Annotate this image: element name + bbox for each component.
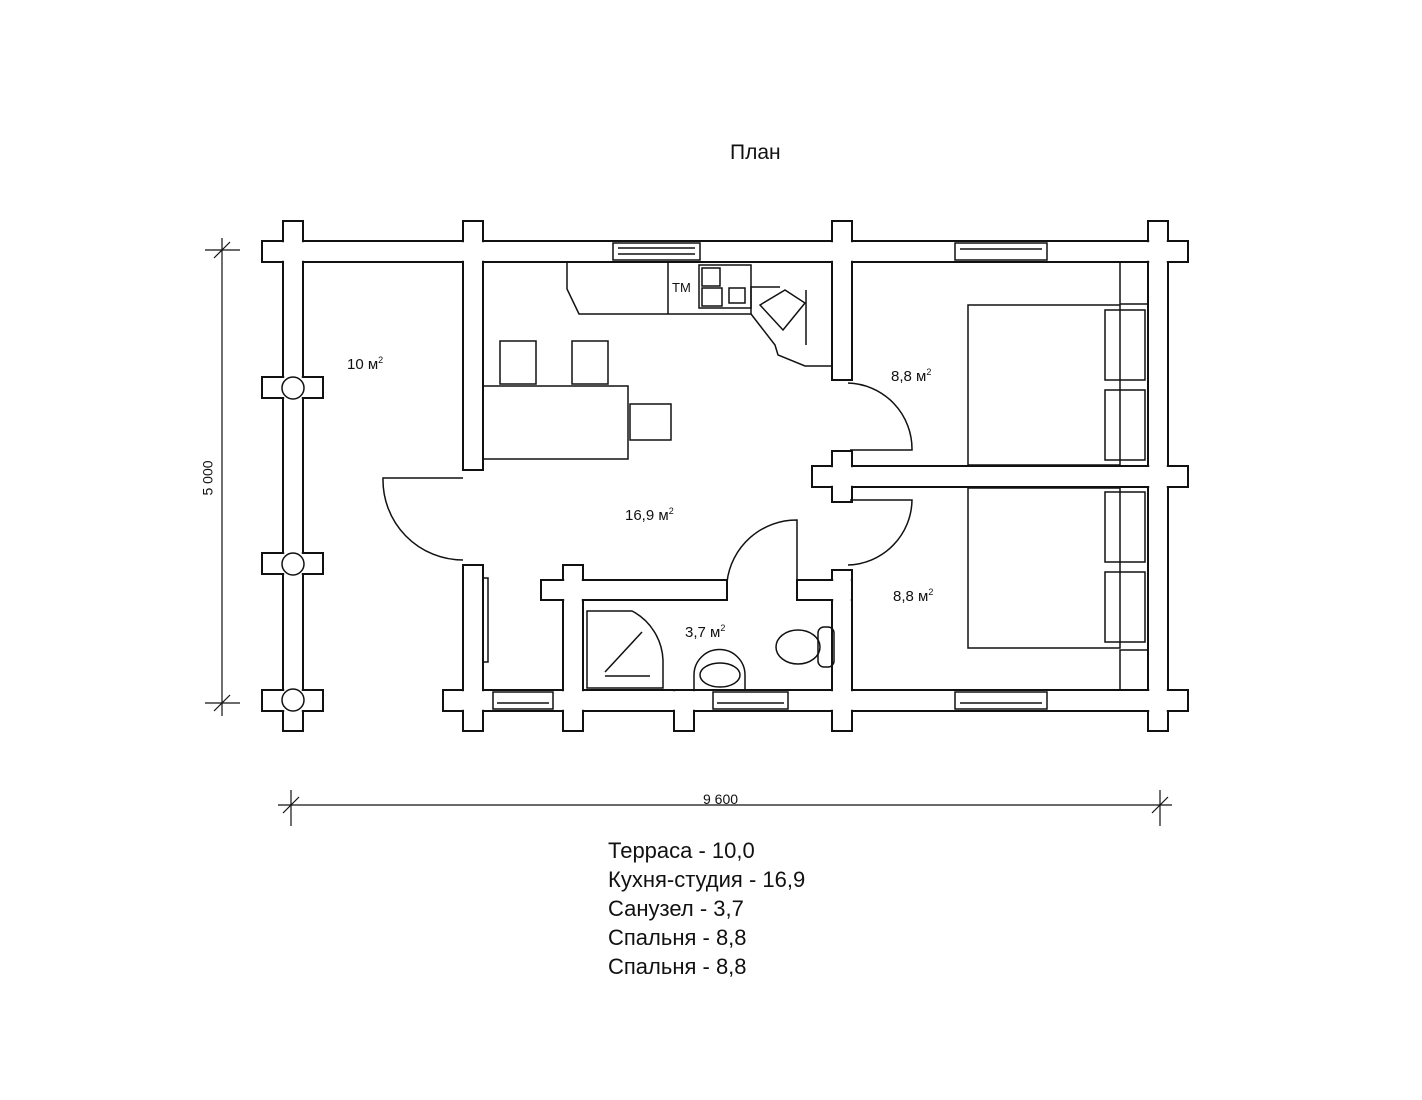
wall-fill <box>263 242 1187 261</box>
legend-item: Кухня-студия - 16,9 <box>608 867 806 892</box>
stool <box>499 340 537 385</box>
wall-fill <box>1149 242 1187 261</box>
burner <box>701 267 721 287</box>
room-area-bedroom-2: 8,8 м2 <box>893 587 933 605</box>
dining-table <box>482 385 629 460</box>
wall-fill <box>284 222 302 730</box>
area-sup: 2 <box>378 355 384 365</box>
corner-sink <box>750 289 832 367</box>
stool <box>571 340 609 385</box>
area-text: 3,7 м <box>685 624 721 641</box>
window-bottom-bedroom <box>954 691 1048 710</box>
area-text: 8,8 м <box>893 588 929 605</box>
shower-cabin <box>586 610 664 689</box>
wall-fill <box>444 691 1187 710</box>
door-bedroom-1 <box>847 382 913 451</box>
column <box>281 688 305 712</box>
wall-fill <box>833 452 851 501</box>
area-text: 10 м <box>347 356 379 373</box>
toilet <box>775 629 821 665</box>
wall-fill <box>798 581 851 599</box>
height-dimension: 5 000 <box>199 460 216 496</box>
walls-fill <box>263 222 1187 730</box>
legend-item: Спальня - 8,8 <box>608 954 747 979</box>
door-terrace <box>382 477 464 561</box>
shower-door-line <box>604 631 643 673</box>
kitchen-counter <box>566 262 780 315</box>
washbasin <box>693 648 746 690</box>
radiator <box>482 577 489 663</box>
room-area-bedroom-1: 8,8 м2 <box>891 367 931 385</box>
room-area-terrace: 10 м2 <box>347 355 383 373</box>
column <box>281 552 305 576</box>
toilet-tank <box>817 626 835 668</box>
wall-fill <box>833 571 851 730</box>
burner <box>728 287 746 304</box>
door-bathroom <box>726 519 798 583</box>
plan-title: План <box>730 141 781 164</box>
wall-fill <box>464 566 482 730</box>
area-sup: 2 <box>928 587 934 597</box>
bed-1 <box>967 304 1146 466</box>
room-area-kitchen: 16,9 м2 <box>625 506 674 524</box>
wall-fill <box>564 566 582 730</box>
window-bottom-bath <box>712 691 789 710</box>
window-top-bedroom <box>954 242 1048 261</box>
area-sup: 2 <box>668 506 674 516</box>
area-text: 8,8 м <box>891 368 927 385</box>
area-sup: 2 <box>720 623 726 633</box>
window-bottom-1 <box>492 691 554 710</box>
wall-fill <box>542 581 726 599</box>
wall-fill <box>263 378 322 397</box>
wall-fill <box>675 691 693 730</box>
burner <box>701 287 723 307</box>
window-top-kitchen <box>612 242 701 261</box>
legend-item: Санузел - 3,7 <box>608 896 744 921</box>
room-legend: Терраса - 10,0 Кухня-студия - 16,9 Сануз… <box>608 836 805 981</box>
wall-fill <box>833 222 851 379</box>
wall-fill <box>263 691 322 710</box>
washbasin-bowl <box>699 662 741 688</box>
area-sup: 2 <box>926 367 932 377</box>
stool <box>629 403 672 441</box>
wall-fill <box>464 222 482 469</box>
bed-2 <box>967 487 1146 649</box>
width-dimension: 9 600 <box>703 791 739 807</box>
legend-item: Терраса - 10,0 <box>608 838 755 863</box>
area-text: 16,9 м <box>625 507 669 524</box>
dimension-lines <box>205 238 1172 826</box>
column <box>281 376 305 400</box>
room-area-bathroom: 3,7 м2 <box>685 623 725 641</box>
door-bedroom-2 <box>847 499 913 566</box>
stove <box>698 264 752 309</box>
legend-item: Спальня - 8,8 <box>608 925 747 950</box>
wall-fill <box>263 554 322 573</box>
appliance-label: ТМ <box>672 280 691 295</box>
nightstand <box>1119 261 1149 305</box>
wall-fill <box>813 467 1187 486</box>
fixtures <box>281 242 1149 712</box>
nightstand <box>1119 649 1149 691</box>
